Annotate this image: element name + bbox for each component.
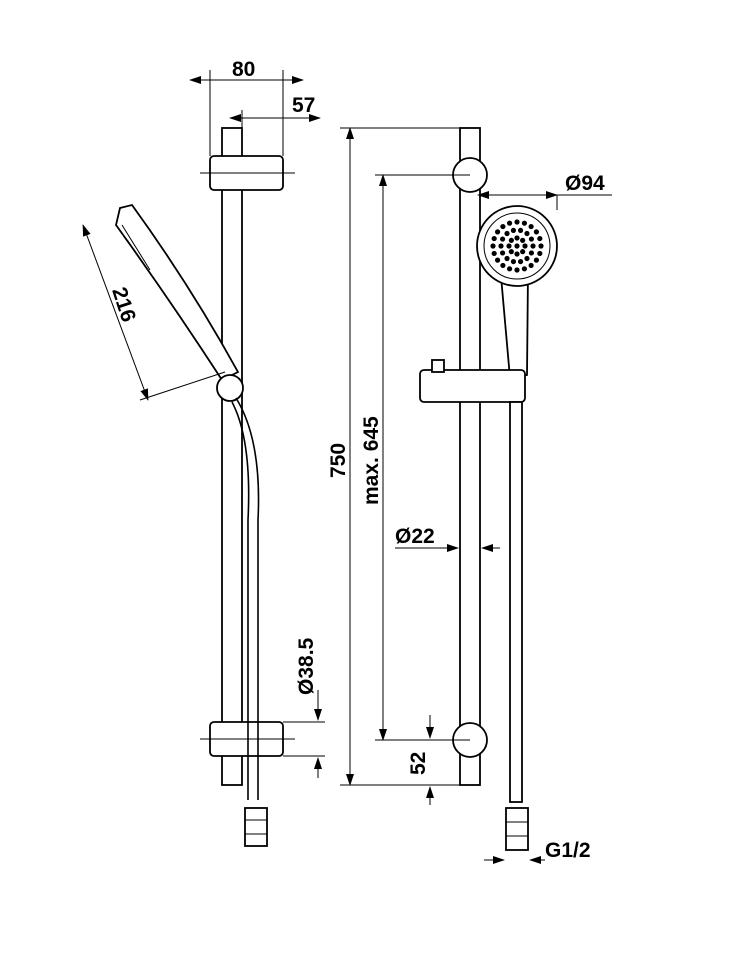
nozzle-dot (500, 262, 506, 269)
label-80: 80 (232, 58, 255, 81)
rail-side (221, 127, 243, 786)
nozzle-dot (506, 220, 513, 226)
nozzle-dot (528, 236, 535, 242)
nozzle-dot (491, 250, 497, 257)
spray-nozzles (490, 219, 544, 273)
handshower-side (115, 203, 240, 382)
shower-holder-side (216, 374, 244, 402)
nozzle-dot (506, 243, 512, 249)
nozzle-dot (504, 255, 510, 262)
nozzle-dot (528, 262, 534, 269)
label-57: 57 (292, 94, 315, 117)
nozzle-dot (537, 250, 543, 257)
nozzle-dot (521, 266, 528, 272)
hose-front (509, 401, 523, 803)
nozzle-dot (508, 249, 514, 255)
nozzle-dot (514, 235, 520, 241)
nozzle-dot (504, 230, 510, 237)
nozzle-dot (491, 235, 497, 242)
nozzle-dot (500, 223, 506, 230)
nozzle-dot (510, 227, 517, 234)
label-d94: Ø94 (565, 172, 605, 195)
label-52: 52 (407, 752, 430, 775)
label-d38-5: Ø38.5 (295, 637, 318, 695)
nozzle-dot (533, 257, 540, 263)
slider-front (419, 369, 526, 403)
nozzle-dot (506, 266, 513, 272)
nozzle-dot (517, 227, 524, 234)
label-g1-2: G1/2 (545, 839, 591, 862)
nozzle-dot (522, 243, 528, 249)
nozzle-dot (494, 257, 501, 263)
nozzle-dot (514, 243, 520, 249)
hose-fitting-side (244, 807, 268, 847)
nozzle-dot (510, 258, 517, 265)
nozzle-dot (514, 219, 520, 225)
nozzle-dot (499, 250, 506, 256)
nozzle-dot (494, 229, 501, 235)
nozzle-dot (517, 258, 524, 265)
nozzle-dot (533, 229, 540, 235)
nozzle-dot (490, 243, 496, 249)
nozzle-dot (530, 243, 536, 249)
label-750: 750 (327, 443, 350, 478)
hose-side (235, 397, 260, 800)
nozzle-dot (537, 235, 543, 242)
nozzle-dot (521, 220, 528, 226)
nozzle-dot (520, 249, 526, 255)
front-view (419, 127, 558, 851)
label-216: 216 (107, 284, 140, 324)
nozzle-dot (514, 251, 520, 257)
side-view (115, 127, 295, 847)
dimension-labels: 80 57 216 750 max. 645 Ø94 Ø22 Ø38.5 52 … (107, 58, 605, 862)
hose-fitting-front (505, 807, 529, 851)
nozzle-dot (528, 250, 535, 256)
nozzle-dot (524, 230, 530, 237)
dimension-lines (82, 70, 612, 864)
nozzle-dot (498, 243, 504, 249)
nozzle-dot (538, 243, 544, 249)
nozzle-dot (520, 237, 526, 243)
nozzle-dot (499, 236, 506, 242)
slider-button (431, 359, 445, 373)
rail-front (459, 127, 481, 786)
nozzle-dot (514, 267, 520, 273)
nozzle-dot (508, 237, 514, 243)
label-max-645: max. 645 (360, 416, 383, 505)
label-d22: Ø22 (395, 525, 435, 548)
nozzle-dot (528, 223, 534, 230)
nozzle-dot (524, 255, 530, 262)
